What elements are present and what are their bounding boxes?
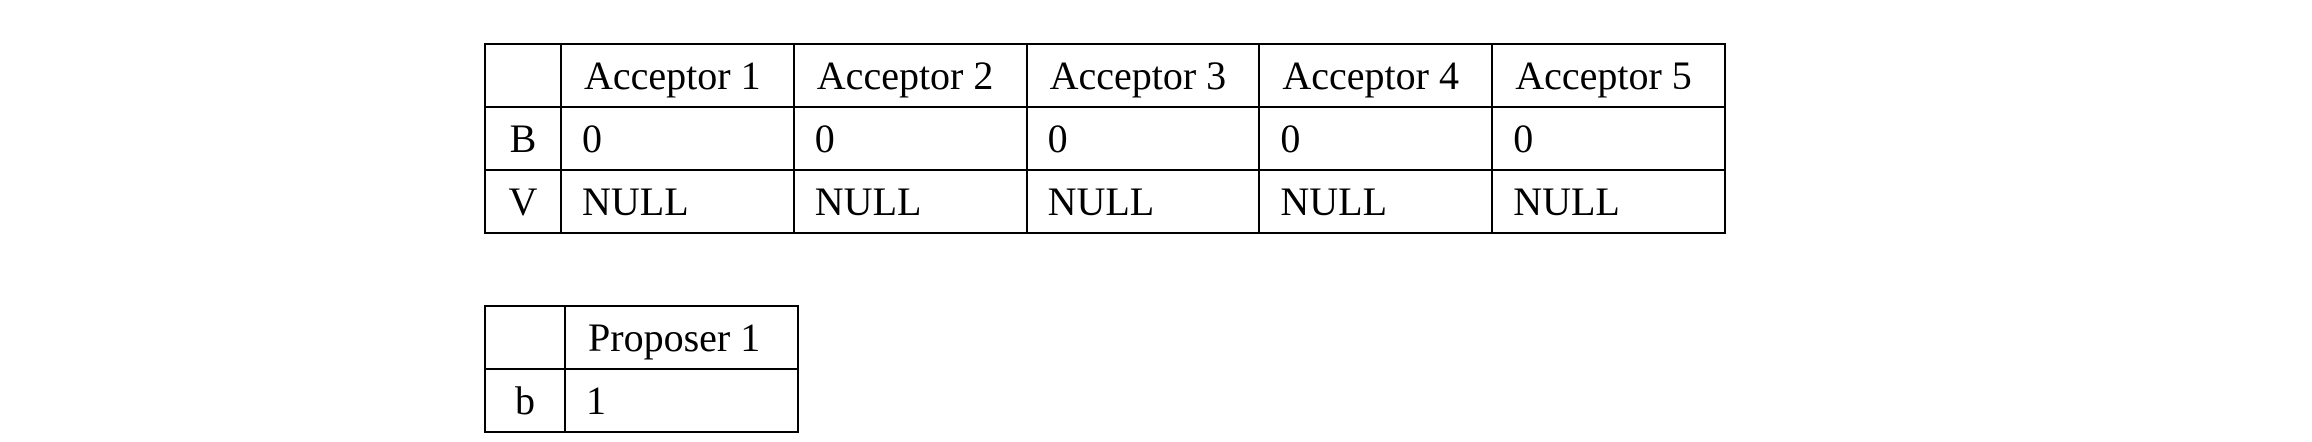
table-cell: 0 xyxy=(1258,106,1494,171)
table-cell: 0 xyxy=(792,106,1028,171)
table-cell: NULL xyxy=(1025,169,1261,234)
column-header: Proposer 1 xyxy=(564,305,799,370)
table-cell: 0 xyxy=(1025,106,1261,171)
column-header: Acceptor 4 xyxy=(1258,43,1494,108)
table-row: V NULL NULL NULL NULL NULL xyxy=(484,169,1726,234)
acceptor-table: Acceptor 1 Acceptor 2 Acceptor 3 Accepto… xyxy=(484,43,1726,234)
corner-cell xyxy=(484,43,562,108)
column-header: Acceptor 1 xyxy=(560,43,795,108)
table-header-row: Proposer 1 xyxy=(484,305,799,370)
table-cell: 1 xyxy=(564,368,799,433)
row-label: V xyxy=(484,169,562,234)
proposer-table: Proposer 1 b 1 xyxy=(484,305,799,433)
table-cell: NULL xyxy=(792,169,1028,234)
table-cell: 0 xyxy=(1491,106,1726,171)
table-cell: NULL xyxy=(1491,169,1726,234)
column-header: Acceptor 3 xyxy=(1025,43,1261,108)
column-header: Acceptor 5 xyxy=(1491,43,1726,108)
corner-cell xyxy=(484,305,566,370)
table-row: B 0 0 0 0 0 xyxy=(484,106,1726,171)
table-cell: NULL xyxy=(1258,169,1494,234)
table-header-row: Acceptor 1 Acceptor 2 Acceptor 3 Accepto… xyxy=(484,43,1726,108)
row-label: B xyxy=(484,106,562,171)
table-cell: 0 xyxy=(560,106,795,171)
table-cell: NULL xyxy=(560,169,795,234)
column-header: Acceptor 2 xyxy=(792,43,1028,108)
row-label: b xyxy=(484,368,566,433)
table-row: b 1 xyxy=(484,368,799,433)
